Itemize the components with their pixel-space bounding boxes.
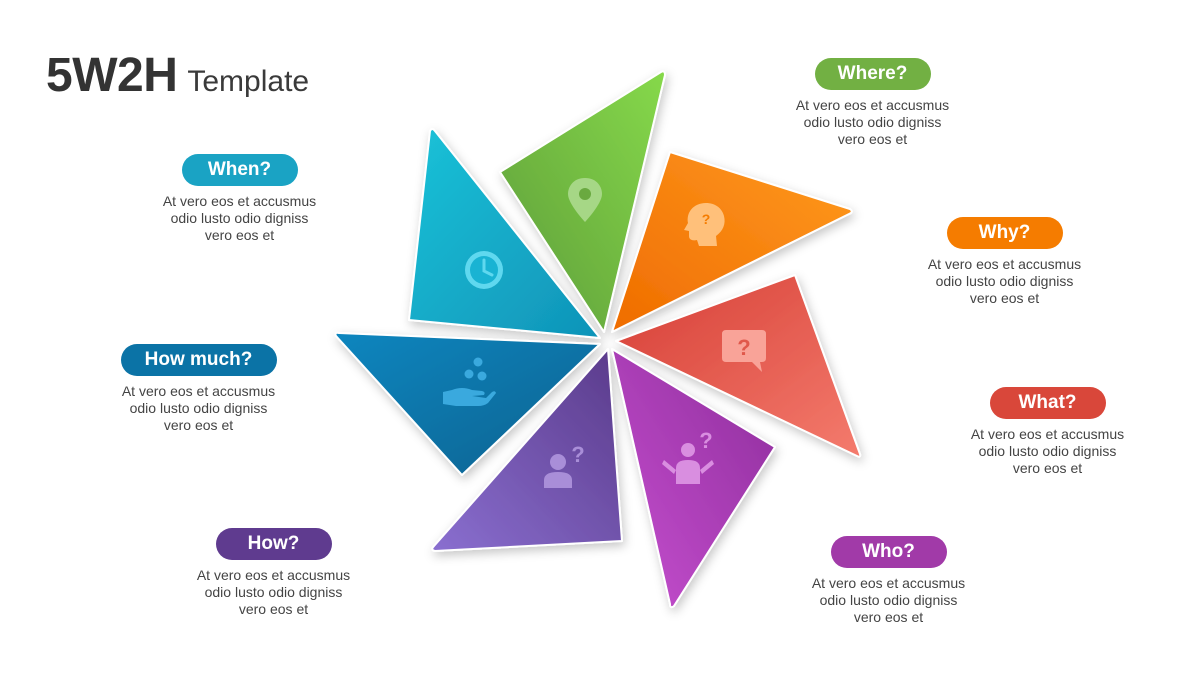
where-desc-line-1: At vero eos et accusmus <box>795 97 950 113</box>
how-much-desc-line-1: At vero eos et accusmus <box>121 383 276 399</box>
who-desc-line-3: vero eos et <box>853 609 924 625</box>
how-pill: How? <box>215 528 332 560</box>
how-desc-line-3: vero eos et <box>238 601 309 617</box>
hand-coins-icon <box>443 357 496 406</box>
where-desc-line-2: odio lusto odio digniss <box>803 114 942 130</box>
who-pill: Who? <box>830 536 947 568</box>
when-pill: When? <box>181 154 298 186</box>
who-description: At vero eos et accusmus odio lusto odio … <box>786 575 991 626</box>
what-description: At vero eos et accusmus odio lusto odio … <box>945 426 1150 477</box>
why-pill: Why? <box>946 217 1063 249</box>
when-description: At vero eos et accusmus odio lusto odio … <box>137 193 342 244</box>
how-item: How? At vero eos et accusmus odio lusto … <box>171 528 376 618</box>
who-item: Who? At vero eos et accusmus odio lusto … <box>786 536 991 626</box>
why-desc-line-2: odio lusto odio digniss <box>935 273 1074 289</box>
page-title: 5W2H Template <box>46 48 309 103</box>
how-description: At vero eos et accusmus odio lusto odio … <box>171 567 376 618</box>
how-desc-line-1: At vero eos et accusmus <box>196 567 351 583</box>
thinking-head-icon: ? <box>684 203 725 246</box>
what-desc-line-3: vero eos et <box>1012 460 1083 476</box>
who-desc-line-1: At vero eos et accusmus <box>811 575 966 591</box>
svg-text:?: ? <box>737 335 750 360</box>
person-question-icon: ? <box>544 442 585 488</box>
why-item: Why? At vero eos et accusmus odio lusto … <box>902 217 1107 307</box>
how-much-desc-line-2: odio lusto odio digniss <box>129 400 268 416</box>
who-desc-line-2: odio lusto odio digniss <box>819 592 958 608</box>
where-item: Where? At vero eos et accusmus odio lust… <box>770 58 975 148</box>
clock-icon <box>465 251 503 289</box>
what-desc-line-1: At vero eos et accusmus <box>970 426 1125 442</box>
svg-text:?: ? <box>571 442 584 467</box>
person-shrug-icon: ? <box>662 428 714 484</box>
what-item: What? At vero eos et accusmus odio lusto… <box>945 387 1150 477</box>
location-pin-icon <box>568 178 602 222</box>
why-desc-line-1: At vero eos et accusmus <box>927 256 1082 272</box>
how-much-desc-line-3: vero eos et <box>163 417 234 433</box>
how-desc-line-2: odio lusto odio digniss <box>204 584 343 600</box>
what-pill: What? <box>989 387 1106 419</box>
when-item: When? At vero eos et accusmus odio lusto… <box>137 154 342 244</box>
what-desc-line-2: odio lusto odio digniss <box>978 443 1117 459</box>
title-sub: Template <box>187 65 310 98</box>
how-segment <box>431 348 623 552</box>
when-segment <box>408 128 601 339</box>
what-segment <box>615 274 862 458</box>
svg-text:?: ? <box>702 211 711 227</box>
why-segment <box>611 151 853 333</box>
why-desc-line-3: vero eos et <box>969 290 1040 306</box>
where-description: At vero eos et accusmus odio lusto odio … <box>770 97 975 148</box>
how-much-pill: How much? <box>120 344 277 376</box>
when-desc-line-2: odio lusto odio digniss <box>170 210 309 226</box>
why-description: At vero eos et accusmus odio lusto odio … <box>902 256 1107 307</box>
how-much-description: At vero eos et accusmus odio lusto odio … <box>96 383 301 434</box>
when-desc-line-3: vero eos et <box>204 227 275 243</box>
where-pill: Where? <box>814 58 931 90</box>
svg-text:?: ? <box>699 428 712 453</box>
question-bubble-icon: ? <box>722 330 766 372</box>
how-much-item: How much? At vero eos et accusmus odio l… <box>96 344 301 434</box>
title-main: 5W2H <box>46 49 178 102</box>
when-desc-line-1: At vero eos et accusmus <box>162 193 317 209</box>
where-desc-line-3: vero eos et <box>837 131 908 147</box>
